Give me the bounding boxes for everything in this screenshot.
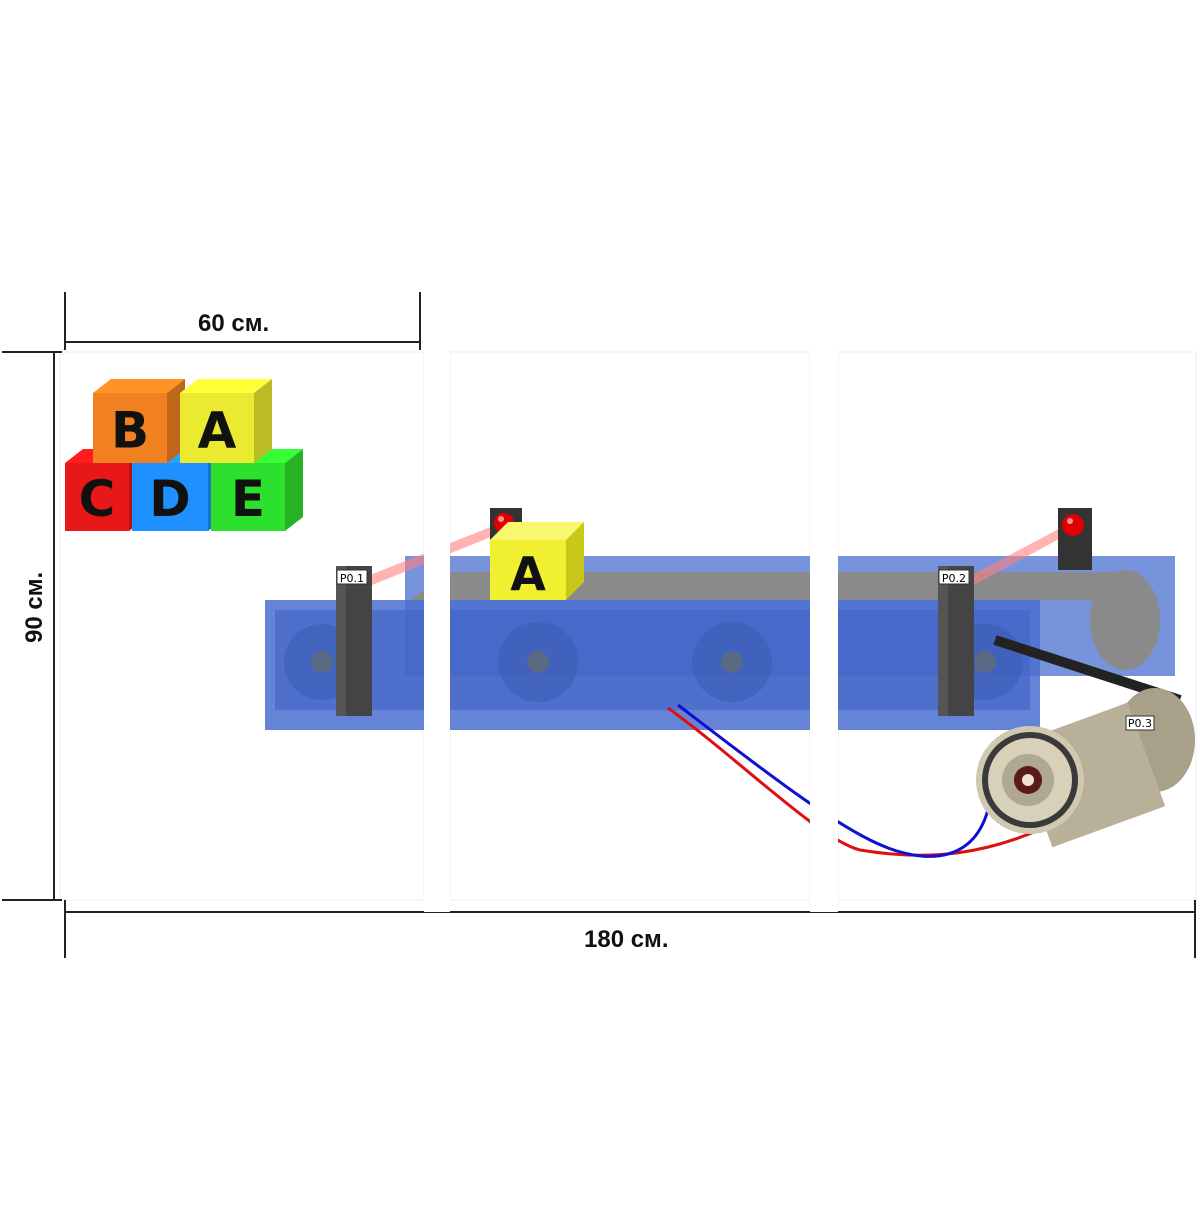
dimension-lines bbox=[2, 292, 1196, 958]
wire-blue bbox=[677, 703, 992, 858]
letter-block: A bbox=[180, 379, 272, 463]
sensor-label: P0.2 bbox=[942, 572, 966, 585]
roller bbox=[498, 622, 578, 702]
sensor-post-2: P0.2 bbox=[938, 566, 974, 716]
panel-gap-1 bbox=[424, 352, 450, 912]
motor: P0.3 bbox=[976, 688, 1195, 848]
letter-block-letter: C bbox=[79, 470, 116, 528]
conveyor-block-letter: A bbox=[510, 547, 546, 601]
letter-block-letter: A bbox=[198, 402, 237, 460]
sensor-beam-2 bbox=[972, 522, 1072, 585]
width-dimension-label: 60 см. bbox=[198, 310, 270, 337]
conveyor-end-roller bbox=[1090, 570, 1160, 670]
emitter-right bbox=[1058, 508, 1092, 570]
conveyor-front-inner bbox=[275, 610, 1030, 710]
motor-label: P0.3 bbox=[1128, 717, 1152, 730]
roller bbox=[692, 622, 772, 702]
panel-gap-2 bbox=[810, 352, 838, 912]
sensor-post-1: P0.1 bbox=[336, 566, 372, 716]
total-width-dimension-label: 180 см. bbox=[584, 926, 669, 953]
conveyor-block: A bbox=[490, 522, 584, 601]
letter-block: B bbox=[93, 379, 185, 463]
height-dimension-label: 90 см. bbox=[21, 572, 49, 643]
sensor-label: P0.1 bbox=[340, 572, 364, 585]
letter-block-letter: E bbox=[231, 470, 265, 528]
letter-block-letter: B bbox=[111, 402, 149, 460]
letter-block-letter: D bbox=[149, 470, 191, 528]
height-dimension-text: 90 см. bbox=[21, 571, 48, 643]
wire-red bbox=[667, 706, 1076, 857]
